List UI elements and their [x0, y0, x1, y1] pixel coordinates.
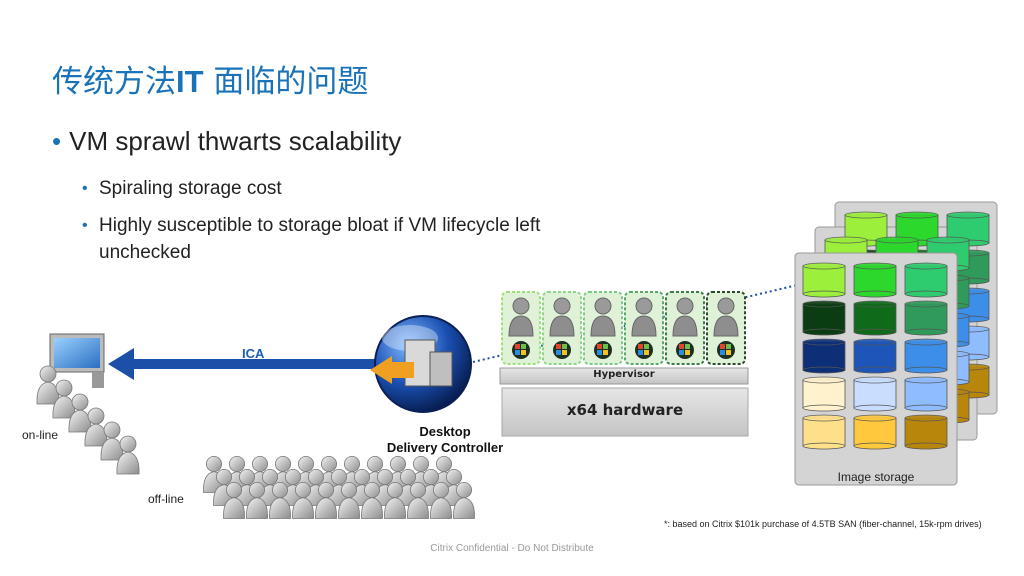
vm-slot	[542, 291, 582, 365]
person-icon	[453, 481, 475, 519]
hypervisor-label: Hypervisor	[593, 369, 655, 380]
storage-drum-icon	[904, 262, 948, 298]
bullet-sub-2-text: Highly susceptible to storage bloat if V…	[99, 215, 541, 263]
storage-drum-icon	[802, 300, 846, 336]
title-en: IT	[176, 64, 204, 99]
ddc-line-1: Desktop	[419, 424, 471, 439]
hardware-block	[501, 387, 749, 437]
person-icon	[246, 481, 268, 519]
vm-slot	[624, 291, 664, 365]
storage-label: Image storage	[837, 470, 915, 484]
person-icon	[116, 435, 140, 475]
windows-logo-icon	[635, 341, 653, 359]
storage-drum-icon	[904, 376, 948, 412]
person-icon	[384, 481, 406, 519]
title-cn: 传统方法	[52, 64, 176, 100]
bullet-dot: •	[82, 217, 88, 234]
storage-drum-icon	[904, 338, 948, 374]
windows-logo-icon	[676, 341, 694, 359]
storage-drum-icon	[802, 414, 846, 450]
person-icon	[292, 481, 314, 519]
monitor-icon	[49, 333, 105, 388]
storage-drum-icon	[853, 262, 897, 298]
bullet-sub-2: • Highly susceptible to storage bloat if …	[82, 212, 572, 266]
windows-logo-icon	[512, 341, 530, 359]
person-icon	[338, 481, 360, 519]
ddc-line-2: Delivery Controller	[386, 440, 504, 455]
hardware-label: x64 hardware	[566, 401, 684, 419]
person-icon	[269, 481, 291, 519]
storage-drum-icon	[853, 414, 897, 450]
bullet-dot: •	[82, 180, 88, 197]
bullet-dot: •	[52, 126, 62, 156]
ica-arrow	[108, 348, 385, 380]
online-label: on-line	[22, 428, 59, 442]
vm-slot	[665, 291, 705, 365]
ica-label: ICA	[242, 346, 265, 361]
person-icon	[52, 379, 76, 419]
bullet-main-text: VM sprawl thwarts scalability	[69, 126, 402, 156]
storage-drum-icon	[853, 300, 897, 336]
storage-drum-icon	[802, 262, 846, 298]
person-icon	[223, 481, 245, 519]
page-title: 传统方法IT 面临的问题	[52, 56, 368, 101]
bullet-main: •VM sprawl thwarts scalability	[52, 126, 401, 157]
hypervisor-bar	[499, 367, 749, 385]
footer-confidential: Citrix Confidential - Do Not Distribute	[430, 543, 594, 554]
title-cn-2: 面临的问题	[203, 64, 369, 100]
storage-drum-icon	[853, 376, 897, 412]
person-icon	[36, 365, 60, 405]
vm-slot	[706, 291, 746, 365]
windows-logo-icon	[717, 341, 735, 359]
vm-slot	[583, 291, 623, 365]
footnote: *: based on Citrix $101k purchase of 4.5…	[664, 519, 982, 529]
delivery-controller-icon	[370, 315, 472, 413]
storage-drum-icon	[802, 338, 846, 374]
offline-users-group	[203, 455, 475, 519]
vm-slot	[501, 291, 541, 365]
person-icon	[68, 393, 92, 433]
person-icon	[361, 481, 383, 519]
person-icon	[407, 481, 429, 519]
storage-drums	[794, 211, 990, 486]
online-users-group	[36, 365, 140, 475]
bullet-sub-1-text: Spiraling storage cost	[99, 178, 282, 199]
offline-label: off-line	[148, 492, 184, 506]
windows-logo-icon	[594, 341, 612, 359]
person-icon	[430, 481, 452, 519]
storage-drum-icon	[802, 376, 846, 412]
storage-drum-icon	[853, 338, 897, 374]
windows-logo-icon	[553, 341, 571, 359]
bullet-sub-1: • Spiraling storage cost	[82, 175, 572, 202]
storage-drum-icon	[904, 300, 948, 336]
storage-drum-icon	[904, 414, 948, 450]
person-icon	[100, 421, 124, 461]
vm-slots	[501, 291, 746, 365]
person-icon	[315, 481, 337, 519]
person-icon	[84, 407, 108, 447]
